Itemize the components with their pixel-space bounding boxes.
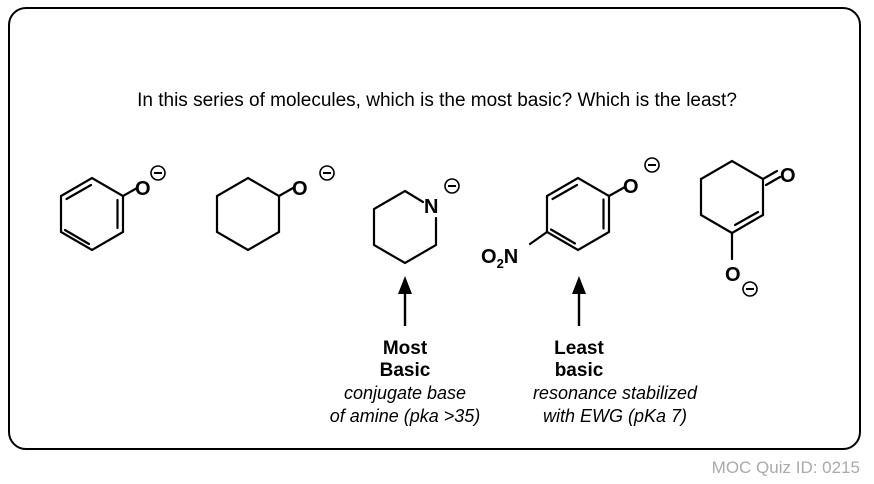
phenoxide-oxygen: O [135,178,151,200]
quiz-id-label: MOC Quiz ID: 0215 [711,458,860,477]
cyclohexoxide-molecule [215,176,295,252]
nitrophenoxide-charge [644,157,660,173]
piperidide-molecule [372,189,438,265]
enolate-molecule [699,159,782,261]
enolate-charge [742,281,758,297]
least-basic-arrow [572,276,586,326]
quiz-frame [8,7,861,450]
most-basic-title: Most Basic [379,338,431,381]
enolate-ketone-oxygen: O [780,165,796,187]
phenoxide-charge [150,165,166,181]
most-basic-note: conjugate base of amine (pka >35) [329,383,481,426]
nitrophenoxide-molecule [528,176,627,252]
nitro-group-label: O2N [481,246,518,271]
piperidide-nitrogen: N [424,196,438,218]
nitrophenoxide-oxygen: O [623,176,639,198]
question-text: In this series of molecules, which is th… [137,90,737,111]
most-basic-arrow [398,276,412,326]
piperidide-charge [444,178,460,194]
cyclohexoxide-charge [319,165,335,181]
phenoxide-molecule [59,176,139,252]
least-basic-title: Least basic [554,338,604,381]
cyclohexoxide-oxygen: O [292,178,308,200]
enolate-oxygen: O [725,264,741,286]
least-basic-note: resonance stabilized with EWG (pKa 7) [532,383,698,426]
